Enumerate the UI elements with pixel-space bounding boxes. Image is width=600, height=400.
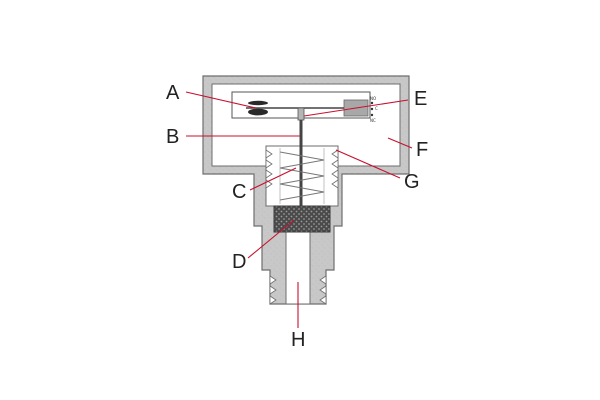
microswitch-contact-lower — [248, 108, 268, 116]
callout-f: F — [416, 139, 428, 161]
callout-b: B — [166, 126, 179, 148]
leader-a — [185, 91, 257, 109]
leader-d — [247, 219, 295, 259]
leader-f — [387, 137, 413, 149]
terminal-dot-com — [370, 107, 374, 111]
neck-threads-left — [265, 149, 273, 189]
leader-lines — [185, 91, 413, 328]
callout-d: D — [232, 251, 246, 273]
terminal-label-no: NO — [370, 96, 376, 101]
terminal-dot-nc — [370, 113, 374, 117]
actuator-contact — [297, 107, 305, 121]
leader-g — [335, 149, 401, 179]
neck-threads-right — [331, 149, 339, 189]
callout-e: E — [414, 88, 427, 110]
callout-a: A — [166, 82, 180, 104]
callout-h: H — [291, 329, 305, 351]
microswitch-contact-upper — [248, 100, 268, 106]
leader-c — [249, 167, 297, 191]
callout-g: G — [404, 171, 420, 193]
terminal-label-nc: NC — [370, 118, 376, 123]
terminal-dot-no — [370, 101, 374, 105]
port-threads-left — [269, 275, 277, 305]
callout-c: C — [232, 181, 246, 203]
port-threads-right — [319, 275, 327, 305]
terminal-label-com: C — [375, 106, 378, 111]
piston-filter — [273, 205, 331, 233]
leader-e — [303, 99, 409, 117]
